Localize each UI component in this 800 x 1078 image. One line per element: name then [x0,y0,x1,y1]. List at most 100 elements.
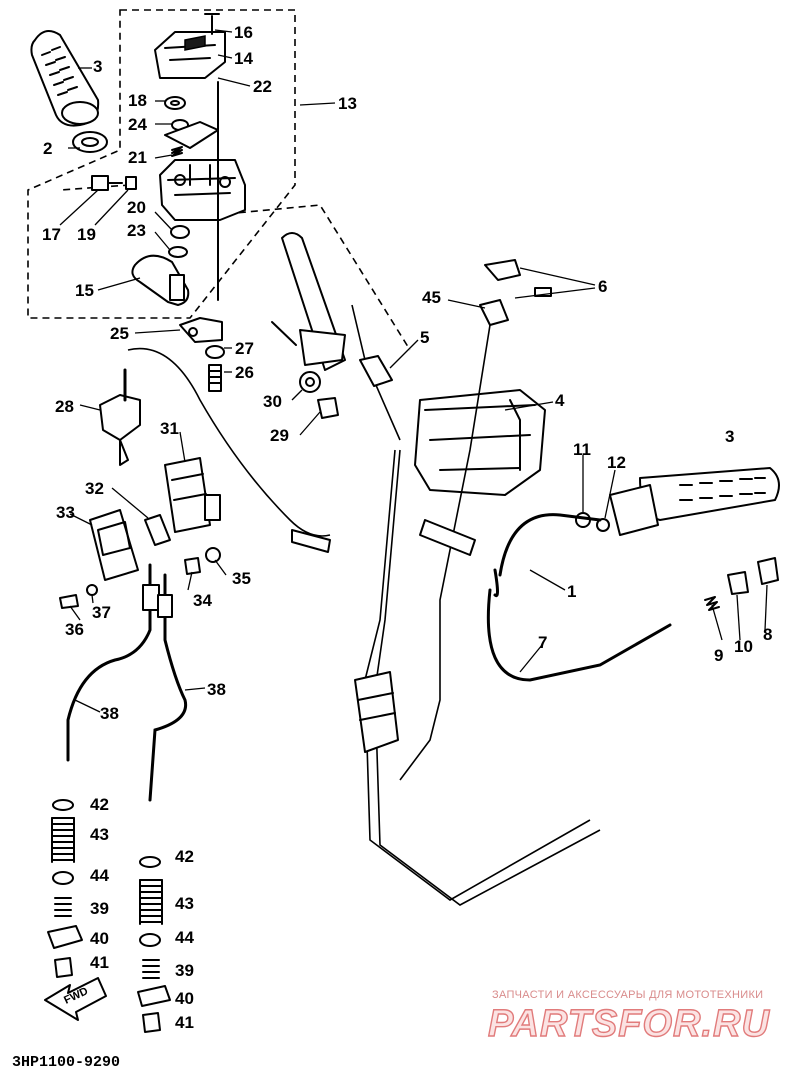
callout-3-left-grip: 3 [93,57,102,76]
cable-boot [291,529,331,553]
stack-left [47,799,83,978]
cable-main-a [364,449,591,901]
switch-31 [164,457,221,533]
callout-1: 1 [567,582,576,601]
callout-36: 36 [65,620,84,639]
callout-28: 28 [55,397,74,416]
right-grip [609,467,780,536]
callout-41-left: 41 [90,953,109,972]
lever-plate [164,121,219,149]
washer-20 [170,225,190,239]
callout-labels: 16 14 22 3 13 18 24 2 21 17 19 20 23 15 … [42,23,772,1032]
cable-38-left [66,563,152,762]
callout-9: 9 [714,646,723,665]
callout-4: 4 [555,391,565,410]
grip-end-2 [72,131,108,153]
callout-38-right: 38 [207,680,226,699]
callout-17: 17 [42,225,61,244]
screw-36 [59,594,79,609]
cable-main-b [374,449,601,906]
clip-10 [727,571,749,595]
callout-16: 16 [234,23,253,42]
callout-30: 30 [263,392,282,411]
switch-cover-14 [154,13,226,79]
throttle-cable-45 [399,299,509,781]
callout-33: 33 [56,503,75,522]
callout-42-right: 42 [175,847,194,866]
cable-28-holder [99,368,141,466]
clip-8 [757,557,779,585]
diagram-code: 3HP1100-9290 [12,1054,120,1071]
nut-19 [125,176,137,190]
callout-11: 11 [573,440,591,459]
spring-21 [171,146,183,157]
nut-35 [205,547,221,563]
screw-17 [91,175,123,191]
connector-38-right [157,594,173,618]
callout-44-right: 44 [175,928,194,947]
callout-40-left: 40 [90,929,109,948]
callout-18: 18 [128,91,147,110]
bracket-33 [89,509,139,581]
callout-39-left: 39 [90,899,109,918]
watermark-brand: PARTSFOR.RU [488,1003,770,1045]
clamp-25 [179,317,223,343]
callout-21: 21 [128,148,147,167]
cover-4 [414,389,546,496]
callout-35: 35 [232,569,251,588]
callout-12: 12 [607,453,626,472]
left-grip [30,30,100,127]
fwd-arrow-badge: FWD [44,977,107,1021]
junction-box [354,671,399,753]
watermark: ЗАПЧАСТИ И АКСЕССУАРЫ ДЛЯ МОТОТЕХНИКИ PA… [487,989,770,1046]
adjuster-9 [704,596,720,611]
cable-7 [486,588,672,682]
callout-19: 19 [77,225,96,244]
callout-23: 23 [127,221,146,240]
washer-12 [596,518,610,532]
callout-44-left: 44 [90,866,109,885]
switch-housing [159,81,246,301]
callout-40-right: 40 [175,989,194,1008]
handlebar-tube [281,232,346,371]
callout-14: 14 [234,49,253,68]
callout-6: 6 [598,277,607,296]
cable-5 [271,304,401,441]
callout-5: 5 [420,328,429,347]
callout-20: 20 [127,198,146,217]
connector-38-left [142,584,160,611]
callout-45: 45 [422,288,441,307]
callout-13: 13 [338,94,357,113]
adjuster-29 [317,397,339,419]
adjuster-30 [299,371,321,393]
callout-25: 25 [110,324,129,343]
callout-8: 8 [763,625,772,644]
callout-3-right-grip: 3 [725,427,734,446]
assembly-13-boundary [27,9,296,319]
callout-31: 31 [160,419,179,438]
terminal-32 [144,514,171,546]
bolt-26 [208,364,222,392]
callout-34: 34 [193,591,212,610]
callout-22: 22 [253,77,272,96]
callout-10: 10 [734,637,753,656]
callout-42-left: 42 [90,795,109,814]
callout-27: 27 [235,339,254,358]
callout-26: 26 [235,363,254,382]
callout-32: 32 [85,479,104,498]
stack-right [137,856,171,1033]
washer-37 [86,584,98,596]
callout-2: 2 [43,139,52,158]
dashed-link-switch [214,204,411,351]
cable-38-right [148,573,188,802]
choke-lever-15 [131,254,190,306]
cable-curve-28 [127,347,331,537]
callout-43-left: 43 [90,825,109,844]
callout-39-right: 39 [175,961,194,980]
callout-29: 29 [270,426,289,445]
washer-18 [164,96,186,110]
watermark-tagline: ЗАПЧАСТИ И АКСЕССУАРЫ ДЛЯ МОТОТЕХНИКИ [492,989,763,1001]
callout-24: 24 [128,115,147,134]
